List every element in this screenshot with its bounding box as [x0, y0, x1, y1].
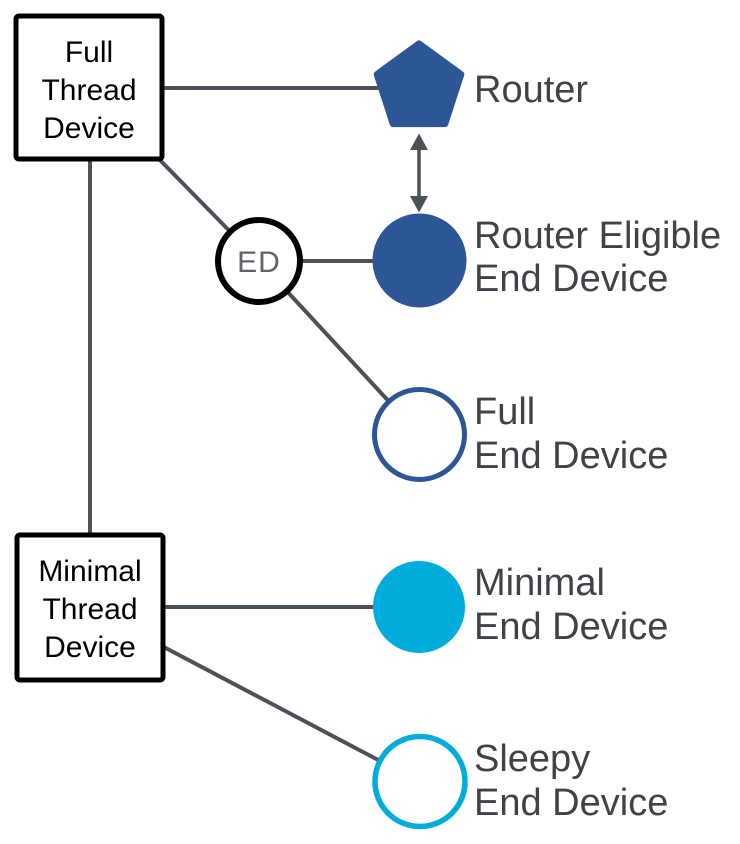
full-thread-device-label-line3: Device	[43, 112, 135, 145]
router-eligible-end-device-label-line2: End Device	[474, 258, 668, 300]
router-node: Router	[373, 40, 588, 128]
full-end-device-label-line2: End Device	[474, 435, 668, 477]
sleepy-end-device-label-line1: Sleepy	[474, 738, 590, 780]
minimal-end-device-node: Minimal End Device	[373, 561, 668, 653]
sleepy-end-device-label-line2: End Device	[474, 782, 668, 824]
full-end-device-node: Full End Device	[372, 387, 668, 482]
sleepy-end-device-node: Sleepy End Device	[372, 733, 668, 830]
minimal-end-device-circle-icon	[373, 561, 465, 653]
ed-label: ED	[237, 246, 281, 279]
full-end-device-circle-icon	[372, 387, 467, 482]
router-label: Router	[474, 69, 588, 111]
sleepy-end-device-circle-icon	[372, 733, 468, 830]
minimal-thread-device-box: Minimal Thread Device	[14, 532, 166, 683]
minimal-thread-device-label-line1: Minimal	[38, 555, 141, 588]
bidirectional-arrow-icon	[410, 133, 428, 213]
full-thread-device-rect	[13, 13, 165, 162]
minimal-end-device-label-line1: Minimal	[474, 562, 605, 604]
full-thread-device-label-line2: Thread	[41, 74, 136, 107]
connector-mtd-to-sed	[159, 643, 421, 784]
ed-node: ED	[215, 217, 303, 305]
minimal-thread-device-label-line2: Thread	[42, 593, 137, 626]
ed-circle-icon	[215, 217, 303, 305]
full-thread-device-label-line1: Full	[65, 36, 113, 69]
full-thread-device-box: Full Thread Device	[13, 13, 165, 162]
minimal-thread-device-rect	[14, 532, 166, 683]
router-eligible-end-device-circle-icon	[372, 213, 467, 308]
full-end-device-label-line1: Full	[474, 391, 535, 433]
minimal-thread-device-label-line3: Device	[44, 631, 136, 664]
minimal-end-device-label-line2: End Device	[474, 606, 668, 648]
router-eligible-end-device-label-line1: Router Eligible	[474, 215, 721, 257]
router-eligible-end-device-node: Router Eligible End Device	[372, 213, 721, 308]
router-pentagon-icon	[373, 40, 465, 128]
